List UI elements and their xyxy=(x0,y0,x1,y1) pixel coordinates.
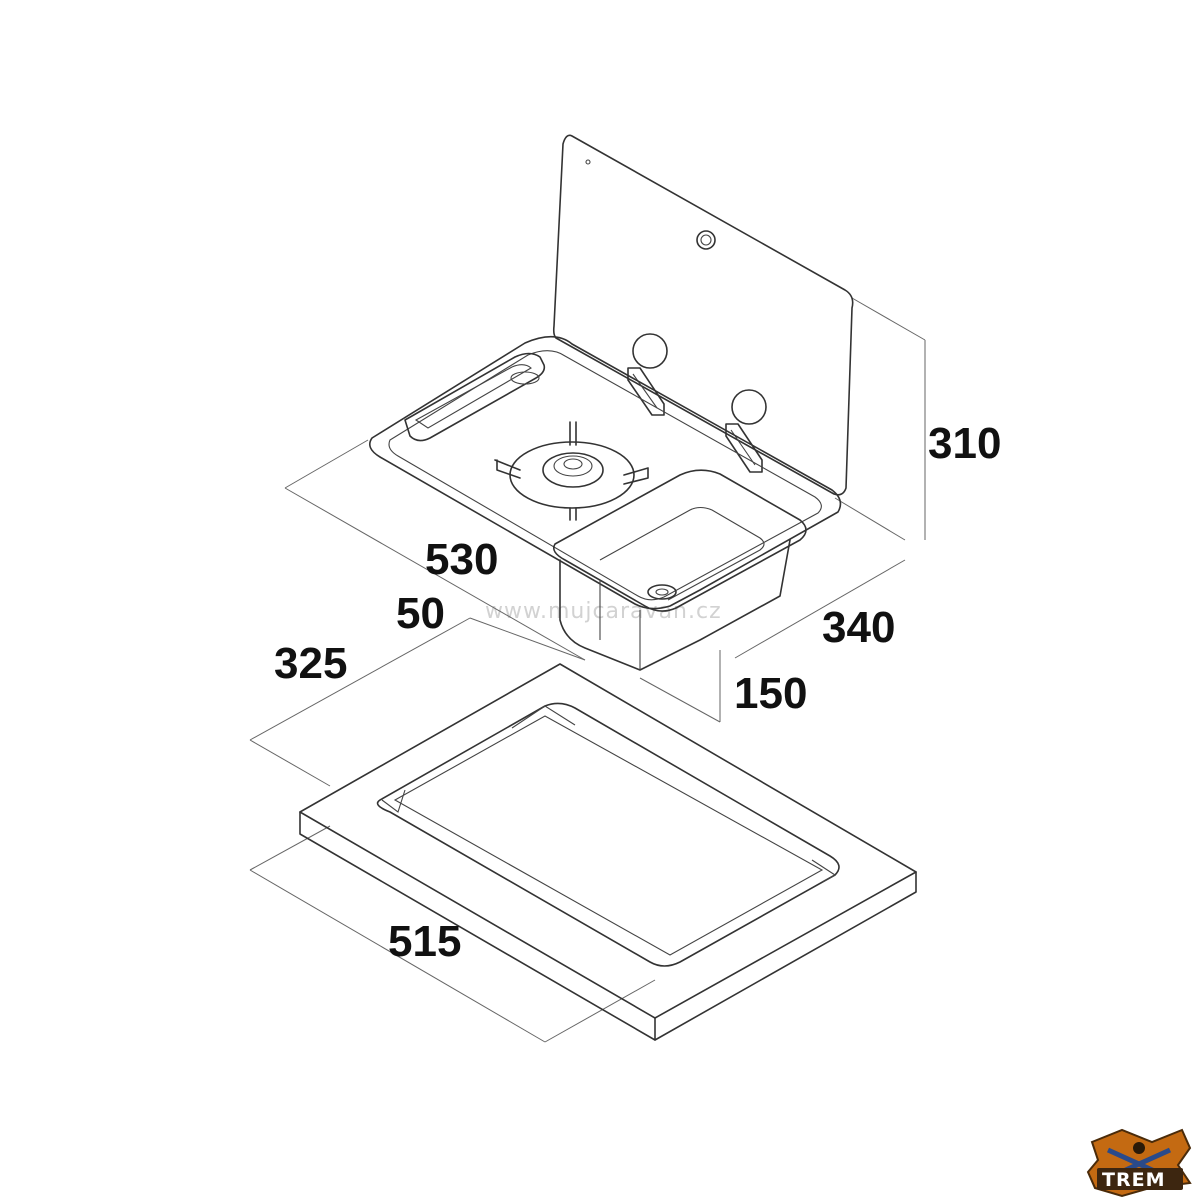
trem-logo-icon: TREM xyxy=(1086,1128,1192,1198)
dimension-lines xyxy=(249,297,926,1043)
dim-height-lid: 310 xyxy=(928,419,1001,468)
watermark: www.mujcaravan.cz xyxy=(485,599,722,624)
dim-width-top: 530 xyxy=(425,535,498,584)
gas-burner-icon xyxy=(494,421,649,521)
dim-cutout-depth: 325 xyxy=(274,639,347,688)
dim-cutout-width: 515 xyxy=(388,917,461,966)
sink-outer-rim xyxy=(369,335,842,610)
sink-bowl-icon xyxy=(552,469,807,671)
dim-bowl-depth: 150 xyxy=(734,669,807,718)
sink-hob-unit xyxy=(369,134,854,671)
hinge-right xyxy=(725,389,767,473)
cutout-template-icon xyxy=(299,663,917,1041)
logo-text: TREM xyxy=(1102,1169,1165,1191)
dim-rim: 50 xyxy=(396,589,445,638)
dim-depth-top: 340 xyxy=(822,603,895,652)
glass-lid-icon xyxy=(552,134,854,496)
utensil-tray xyxy=(404,352,546,442)
